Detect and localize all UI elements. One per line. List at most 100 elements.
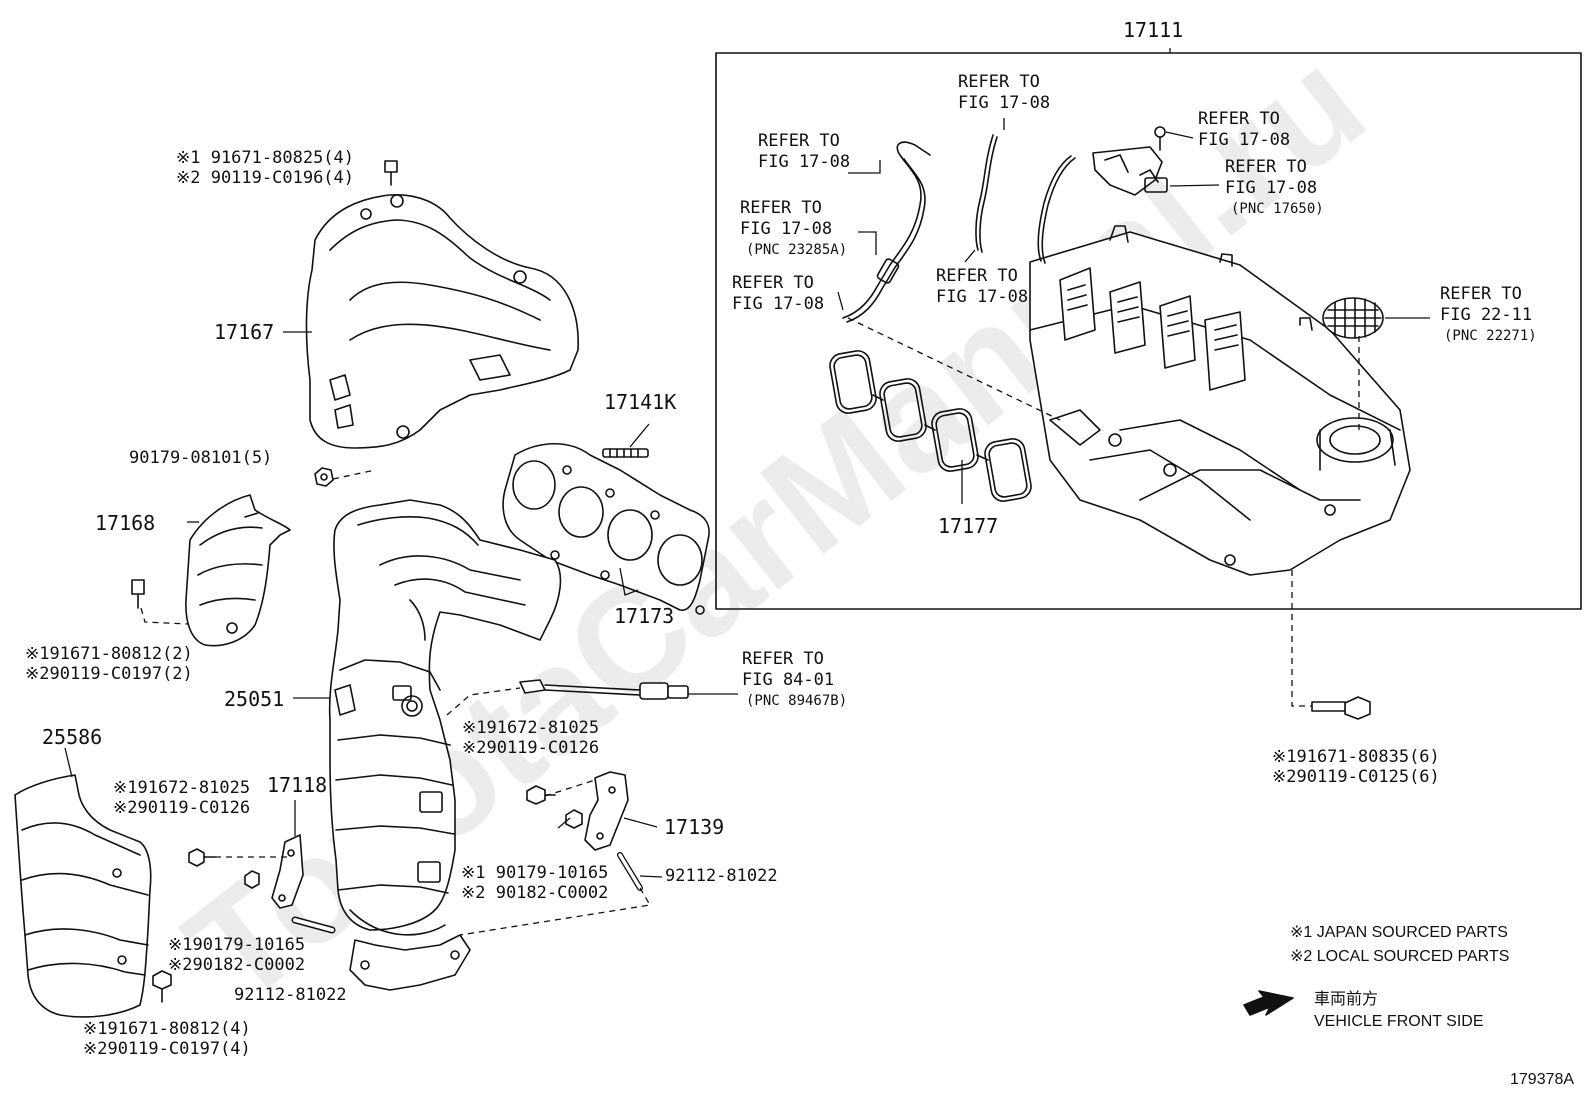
japan-part-number: ※191672-81025 — [113, 778, 251, 798]
vehicle-front-en: VEHICLE FRONT SIDE — [1314, 1013, 1484, 1030]
local-part-number: ※2 90119-C0196(4) — [176, 168, 355, 188]
japan-part-number: ※191671-80812(4) — [83, 1019, 251, 1039]
nut-stay-left-label: ※190179-10165 ※290182-C0002 — [168, 935, 305, 975]
refer-line1: REFER TO — [1198, 109, 1280, 129]
stud-right — [617, 852, 643, 891]
refer-vac-hose-b: REFER TO FIG 17-08 — [958, 72, 1050, 114]
part-25051-label: 25051 — [224, 687, 285, 711]
intake-manifold-frame — [715, 52, 1582, 610]
part-17167-label: 17167 — [214, 320, 275, 344]
refer-line2: FIG 17-08 — [1198, 130, 1291, 150]
refer-line2: FIG 17-08 — [1225, 178, 1318, 198]
refer-vac-hose-a: REFER TO FIG 17-08 — [758, 131, 850, 173]
refer-bracket-top: REFER TO FIG 17-08 — [1198, 109, 1290, 151]
stud-left-label: 92112-81022 — [234, 985, 347, 1005]
japan-part-number: ※190179-10165 — [168, 935, 306, 955]
refer-pnc: (PNC 17650) — [1231, 201, 1324, 217]
refer-pnc: (PNC 23285A) — [746, 242, 848, 258]
bolt-sensor-label: ※191672-81025 ※290119-C0126 — [462, 718, 599, 758]
bolt-intake-label: ※191671-80835(6) ※290119-C0125(6) — [1272, 747, 1440, 787]
bolt-stay-left — [188, 848, 216, 867]
part-17118-label: 17118 — [267, 773, 328, 797]
local-part-number: ※290119-C0125(6) — [1272, 767, 1440, 787]
part-17141k-label: 17141K — [604, 390, 677, 414]
heat-insulator-lower — [185, 494, 291, 647]
refer-line1: REFER TO — [742, 649, 824, 669]
legend-local-sourced: ※2 LOCAL SOURCED PARTS — [1290, 948, 1510, 965]
heat-insulator-converter — [14, 774, 152, 1018]
refer-line1: REFER TO — [758, 131, 840, 151]
local-part-number: ※2 90182-C0002 — [461, 883, 609, 903]
refer-hose-connector: REFER TO FIG 17-08 (PNC 23285A) — [740, 198, 847, 261]
refer-line1: REFER TO — [1225, 157, 1307, 177]
vehicle-front-arrow-icon — [1243, 990, 1294, 1016]
nut-stay-right-label: ※1 90179-10165 ※2 90182-C0002 — [461, 863, 608, 903]
refer-hose-lower: REFER TO FIG 17-08 — [732, 273, 824, 315]
exhaust-gasket — [502, 442, 710, 615]
bolt-bottom-insulator — [152, 970, 172, 1003]
refer-line1: REFER TO — [1440, 284, 1522, 304]
vehicle-front-jp: 車両前方 — [1314, 991, 1379, 1008]
throttle-gasket — [1322, 297, 1384, 339]
heat-insulator-upper — [305, 194, 579, 449]
refer-line1: REFER TO — [958, 72, 1040, 92]
part-17168-label: 17168 — [95, 511, 156, 535]
japan-part-number: ※191671-80812(2) — [25, 644, 193, 664]
part-17177-label: 17177 — [938, 514, 999, 538]
oxygen-sensor — [519, 679, 689, 700]
bolt-lower-insulator — [131, 579, 145, 609]
japan-part-number: ※1 91671-80825(4) — [176, 148, 355, 168]
refer-line2: FIG 17-08 — [958, 93, 1051, 113]
nut-left — [244, 870, 260, 889]
part-17111-label: 17111 — [1123, 18, 1184, 42]
japan-part-number: ※191671-80835(6) — [1272, 747, 1440, 767]
refer-vsv: REFER TO FIG 17-08 (PNC 17650) — [1225, 157, 1324, 220]
refer-line2: FIG 17-08 — [740, 219, 833, 239]
nut-90179-label: 90179-08101(5) — [129, 448, 273, 468]
refer-line2: FIG 84-01 — [742, 670, 835, 690]
intake-bolt — [1311, 696, 1371, 720]
refer-line1: REFER TO — [936, 266, 1018, 286]
bolt-stay-label: ※191672-81025 ※290119-C0126 — [113, 778, 250, 818]
refer-line2: FIG 22-11 — [1440, 305, 1533, 325]
refer-line2: FIG 17-08 — [936, 287, 1029, 307]
intake-manifold — [1029, 225, 1411, 576]
refer-pnc: (PNC 22271) — [1444, 328, 1537, 344]
bolt-ins-bottom-label: ※191671-80812(4) ※290119-C0197(4) — [83, 1019, 251, 1059]
bolt-heat-ins-top-label: ※1 91671-80825(4) ※2 90119-C0196(4) — [176, 148, 354, 188]
vacuum-hoses — [842, 134, 1076, 323]
part-17173-label: 17173 — [614, 604, 675, 628]
legend-japan-sourced: ※1 JAPAN SOURCED PARTS — [1290, 924, 1508, 941]
refer-line1: REFER TO — [740, 198, 822, 218]
bolt-ins-lower-left-label: ※191671-80812(2) ※290119-C0197(2) — [25, 644, 193, 684]
refer-line2: FIG 17-08 — [732, 294, 825, 314]
refer-line1: REFER TO — [732, 273, 814, 293]
part-17139-label: 17139 — [664, 815, 725, 839]
vsv-assembly — [1092, 126, 1168, 196]
bolt-top-insulator — [384, 160, 398, 186]
part-25586-label: 25586 — [42, 725, 103, 749]
intake-gaskets — [829, 350, 1032, 502]
refer-line2: FIG 17-08 — [758, 152, 851, 172]
local-part-number: ※290119-C0126 — [462, 738, 600, 758]
local-part-number: ※290119-C0197(4) — [83, 1039, 251, 1059]
refer-hose-mid: REFER TO FIG 17-08 — [936, 266, 1028, 308]
stud-right-label: 92112-81022 — [665, 866, 778, 886]
japan-part-number: ※1 90179-10165 — [461, 863, 609, 883]
refer-pnc: (PNC 89467B) — [746, 693, 848, 709]
exhaust-manifold-converter — [328, 499, 562, 991]
local-part-number: ※290119-C0197(2) — [25, 664, 193, 684]
local-part-number: ※290182-C0002 — [168, 955, 306, 975]
refer-throttle: REFER TO FIG 22-11 (PNC 22271) — [1440, 284, 1537, 347]
refer-o2-sensor: REFER TO FIG 84-01 (PNC 89467B) — [742, 649, 847, 712]
nut-90179 — [314, 467, 334, 487]
manifold-stay-17118 — [271, 834, 304, 909]
manifold-stay-17139 — [584, 771, 629, 851]
local-part-number: ※290119-C0126 — [113, 798, 251, 818]
nut-right — [565, 809, 583, 829]
stud-17141k — [602, 448, 649, 458]
japan-part-number: ※191672-81025 — [462, 718, 600, 738]
stud-left — [291, 916, 336, 934]
